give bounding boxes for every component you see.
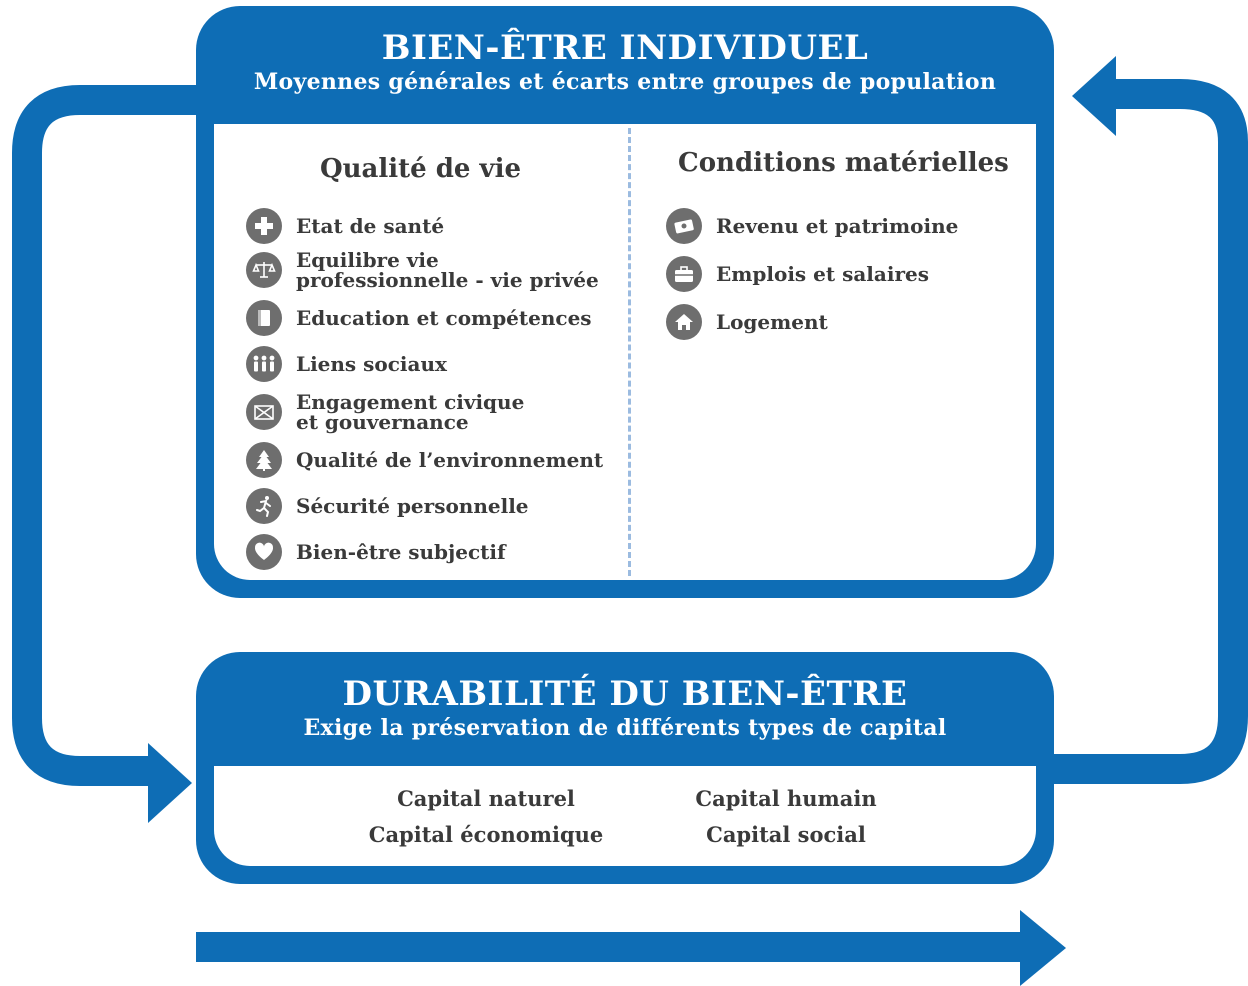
left-loop-arrow-line xyxy=(12,85,200,786)
material-item-label: Revenu et patrimoine xyxy=(716,214,959,238)
capital-natural: Capital naturel xyxy=(397,786,575,811)
sustainability-title: DURABILITÉ DU BIEN-ÊTRE xyxy=(342,674,908,714)
material-item-housing: Logement xyxy=(666,304,828,340)
quality-item-label: Bien-être subjectif xyxy=(296,540,506,564)
right-loop-arrow-line xyxy=(1050,79,1248,784)
individual-header: BIEN-ÊTRE INDIVIDUEL Moyennes générales … xyxy=(196,28,1054,96)
individual-subtitle: Moyennes générales et écarts entre group… xyxy=(253,69,997,95)
quality-item-health: Etat de santé xyxy=(246,208,444,244)
tree-icon xyxy=(246,442,282,478)
sustainability-panel: DURABILITÉ DU BIEN-ÊTRE Exige la préserv… xyxy=(196,652,1054,884)
time-arrowhead xyxy=(1020,910,1066,986)
quality-item-label: Liens sociaux xyxy=(296,352,447,376)
ballot-icon xyxy=(246,394,282,430)
capital-social: Capital social xyxy=(706,822,866,847)
house-icon xyxy=(666,304,702,340)
book-icon xyxy=(246,300,282,336)
running-person-icon xyxy=(246,488,282,524)
quality-of-life-heading: Qualité de vie xyxy=(320,154,522,184)
individual-title: BIEN-ÊTRE INDIVIDUEL xyxy=(381,28,869,68)
quality-item-environment: Qualité de l’environnement xyxy=(246,442,603,478)
material-item-label: Logement xyxy=(716,310,828,334)
material-conditions-heading: Conditions matérielles xyxy=(678,148,1009,178)
individual-body: Qualité de vie Conditions matérielles Et… xyxy=(214,124,1036,580)
quality-item-education: Education et compétences xyxy=(246,300,592,336)
left-loop-arrowhead xyxy=(148,743,192,823)
quality-item-subjective: Bien-être subjectif xyxy=(246,534,506,570)
quality-item-label: Qualité de l’environnement xyxy=(296,448,604,472)
quality-item-label: Equilibre vie professionnelle - vie priv… xyxy=(296,248,599,292)
sustainability-subtitle: Exige la préservation de différents type… xyxy=(303,715,947,741)
quality-item-label: Engagement civique et gouvernance xyxy=(296,390,525,434)
heart-icon xyxy=(246,534,282,570)
people-icon xyxy=(246,346,282,382)
quality-item-security: Sécurité personnelle xyxy=(246,488,529,524)
quality-item-label: Etat de santé xyxy=(296,214,445,238)
time-arrow-line xyxy=(196,932,1026,962)
health-cross-icon xyxy=(246,208,282,244)
material-item-income: Revenu et patrimoine xyxy=(666,208,958,244)
column-divider xyxy=(628,128,631,576)
briefcase-icon xyxy=(666,256,702,292)
material-item-label: Emplois et salaires xyxy=(716,262,929,286)
quality-item-label: Education et compétences xyxy=(296,306,592,330)
scales-icon xyxy=(246,252,282,288)
individual-wellbeing-panel: BIEN-ÊTRE INDIVIDUEL Moyennes générales … xyxy=(196,6,1054,598)
right-loop-arrowhead xyxy=(1072,56,1116,136)
money-icon xyxy=(666,208,702,244)
capital-human: Capital humain xyxy=(695,786,877,811)
quality-item-work-life: Equilibre vie professionnelle - vie priv… xyxy=(246,250,599,290)
sustainability-header: DURABILITÉ DU BIEN-ÊTRE Exige la préserv… xyxy=(196,674,1054,742)
quality-item-label: Sécurité personnelle xyxy=(296,494,529,518)
sustainability-body: Capital naturel Capital humain Capital é… xyxy=(214,766,1036,866)
material-item-jobs: Emplois et salaires xyxy=(666,256,929,292)
quality-item-social: Liens sociaux xyxy=(246,346,447,382)
quality-item-civic: Engagement civique et gouvernance xyxy=(246,392,524,432)
capital-economic: Capital économique xyxy=(368,822,604,847)
